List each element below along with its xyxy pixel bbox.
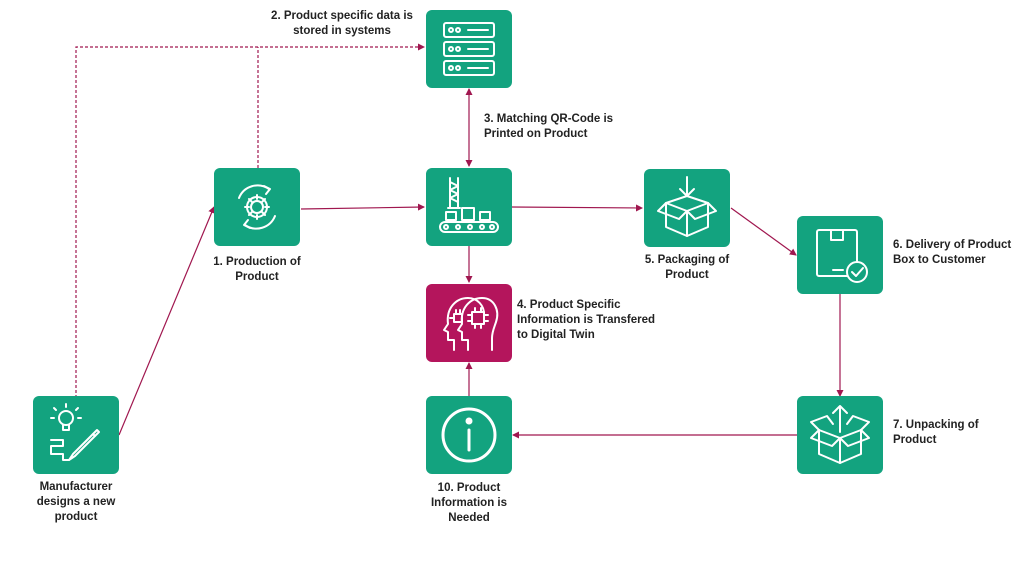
delivery-label: 6. Delivery of Product Box to Customer	[893, 239, 1012, 266]
manufacturer-node	[33, 396, 119, 474]
unpacking-label: 7. Unpacking of Product	[893, 419, 979, 446]
qrcode-node	[426, 168, 512, 246]
digital-twin-label: 4. Product Specific Information is Trans…	[517, 299, 656, 341]
arrow-production-qrcode	[300, 203, 425, 211]
lightbulb-pencil-icon	[50, 403, 100, 461]
arrow-qrcode-packaging	[510, 204, 643, 212]
info-needed-label: 10. Product Information is Needed	[430, 482, 508, 524]
box-in-icon	[657, 176, 717, 237]
delivery-node	[797, 216, 883, 294]
digital-twin-node	[426, 284, 512, 362]
packaging-node	[644, 169, 730, 247]
storage-node	[426, 10, 512, 88]
ai-heads-icon	[443, 297, 499, 351]
info-icon	[441, 407, 497, 463]
production-node	[214, 168, 300, 246]
conveyor-belt-icon	[439, 177, 499, 233]
box-out-icon	[810, 405, 870, 464]
manufacturer-label: Manufacturer designs a new product	[36, 481, 116, 523]
arrow-packaging-delivery	[730, 207, 797, 256]
packaging-label: 5. Packaging of Product	[644, 254, 730, 281]
production-label: 1. Production of Product	[213, 256, 301, 283]
box-check-icon	[816, 229, 868, 283]
arrow-manufacturer-production	[118, 206, 215, 436]
dashed-connector-manufacturer-storage	[75, 43, 425, 398]
server-icon	[443, 22, 495, 76]
qrcode-label: 3. Matching QR-Code is Printed on Produc…	[484, 113, 614, 140]
storage-label: 2. Product specific data is stored in sy…	[271, 10, 413, 37]
gear-cycle-icon	[238, 184, 276, 230]
unpacking-node	[797, 396, 883, 474]
info-needed-node	[426, 396, 512, 474]
